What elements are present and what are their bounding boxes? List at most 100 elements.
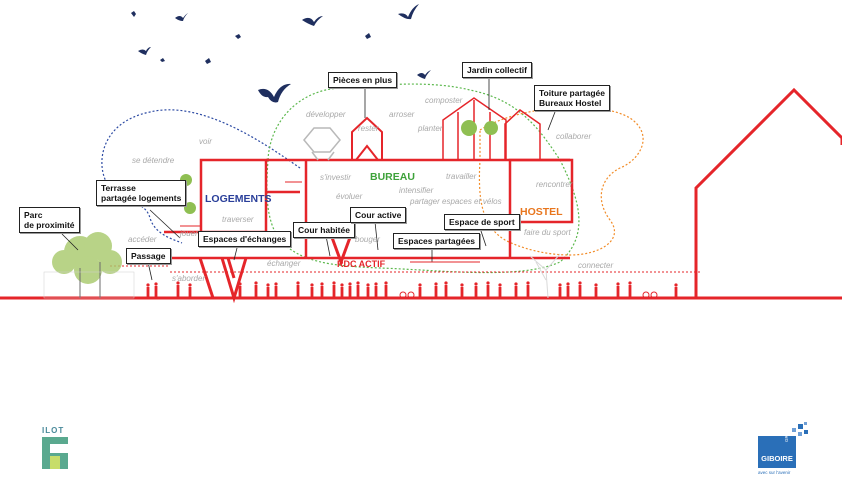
person-head <box>474 282 478 286</box>
person-body <box>188 287 192 297</box>
callout-text: Espaces d'échanges <box>203 234 287 244</box>
bird-icon <box>365 33 371 39</box>
person-body <box>384 285 388 297</box>
person-body <box>486 285 490 297</box>
callout-cour-habitee: Cour habitée <box>293 222 355 239</box>
person-body <box>332 285 336 297</box>
people <box>146 281 678 297</box>
bird-icon <box>131 11 136 17</box>
callout-espace-sport: Espace de sport <box>444 214 520 231</box>
person-body <box>374 286 378 297</box>
callout-text: Cour active <box>355 210 402 220</box>
verb-developper: développer <box>306 110 346 119</box>
giboire-tagline: avec sur l'avenir <box>758 470 791 475</box>
person-body <box>348 286 352 297</box>
verb-acceder: accéder <box>128 235 157 244</box>
hostel-block <box>508 158 574 224</box>
bird-icon <box>138 47 151 55</box>
callout-espaces-echanges: Espaces d'échanges <box>198 231 292 248</box>
person-head <box>384 281 388 285</box>
callout-text: Espaces partagées <box>398 236 476 246</box>
callout-jardin-collectif: Jardin collectif <box>462 62 532 79</box>
person-body <box>176 285 180 297</box>
person-body <box>594 287 598 297</box>
rdc-actif-label: RDC ACTIF <box>337 259 386 269</box>
person-body <box>578 285 582 297</box>
park-tree-trunks <box>79 262 101 298</box>
person-body <box>418 287 422 297</box>
person-head <box>366 283 370 287</box>
bird-icon <box>417 70 431 79</box>
verb-travailler: travailler <box>446 172 477 181</box>
park-grid <box>43 271 135 299</box>
v-columns <box>198 231 354 304</box>
callout-pieces-en-plus: Pièces en plus <box>328 72 398 89</box>
callout-toiture-partagee: Toiture partagée Bureaux Hostel <box>534 85 610 112</box>
person-head <box>616 282 620 286</box>
callout-text: Cour habitée <box>298 225 350 235</box>
verb-rencontrer: rencontrer <box>536 180 573 189</box>
right-tree <box>529 253 561 299</box>
verb-planter: planter <box>418 124 443 133</box>
bird-icons <box>131 4 431 103</box>
person-head <box>374 282 378 286</box>
ilot-logo-mark-accent <box>50 456 60 469</box>
person-body <box>674 287 678 297</box>
interior-hints <box>180 181 480 263</box>
person-head <box>188 283 192 287</box>
person-head <box>628 281 632 285</box>
callout-text: Espace de sport <box>449 217 515 227</box>
person-head <box>418 283 422 287</box>
giboire-logo-text: GIBOIRE <box>761 454 793 463</box>
callout-text: Pièces en plus <box>333 75 393 85</box>
callout-leaders <box>61 78 556 281</box>
person-body <box>274 286 278 297</box>
callout-cour-active: Cour active <box>350 207 407 224</box>
person-head <box>348 282 352 286</box>
callout-text: Passage <box>131 251 166 261</box>
person-head <box>274 282 278 286</box>
verb-rester: rester <box>358 124 379 133</box>
giboire-groupe-text: GROUPE <box>784 422 789 442</box>
person-body <box>340 287 344 297</box>
person-head <box>340 283 344 287</box>
person-body <box>616 286 620 297</box>
person-head <box>514 282 518 286</box>
rooftop-hexagons <box>303 127 341 161</box>
person-body <box>320 286 324 297</box>
callout-text: Terrasse <box>101 183 136 193</box>
person-head <box>356 281 360 285</box>
callout-text: Parc <box>24 210 43 220</box>
person-body <box>254 285 258 297</box>
person-head <box>558 283 562 287</box>
bird-icon <box>302 16 323 26</box>
verb-connecter: connecter <box>578 261 614 270</box>
person-head <box>254 281 258 285</box>
callout-text: Toiture partagée <box>539 88 605 98</box>
person-head <box>296 281 300 285</box>
callout-text: Bureaux Hostel <box>539 98 602 109</box>
verb-bouger: bouger <box>355 235 380 244</box>
neighbor-house <box>694 87 842 298</box>
person-body <box>366 287 370 297</box>
verb-voir: voir <box>199 137 212 146</box>
person-body <box>356 285 360 297</box>
giboire-logo-mark <box>758 422 808 468</box>
person-head <box>444 281 448 285</box>
person-head <box>434 282 438 286</box>
verb-traverser: traverser <box>222 215 254 224</box>
callout-parc: Parc de proximité <box>19 207 80 234</box>
callout-espaces-partages: Espaces partagées <box>393 233 481 250</box>
verb-se-detendre: se détendre <box>132 156 175 165</box>
terrace-trees <box>180 120 498 214</box>
callout-passage: Passage <box>126 248 171 265</box>
person-body <box>526 285 530 297</box>
person-head <box>498 283 502 287</box>
verb-arroser: arroser <box>389 110 415 119</box>
person-head <box>566 282 570 286</box>
bird-icon <box>160 58 165 62</box>
person-head <box>154 282 158 286</box>
person-body <box>238 286 242 297</box>
